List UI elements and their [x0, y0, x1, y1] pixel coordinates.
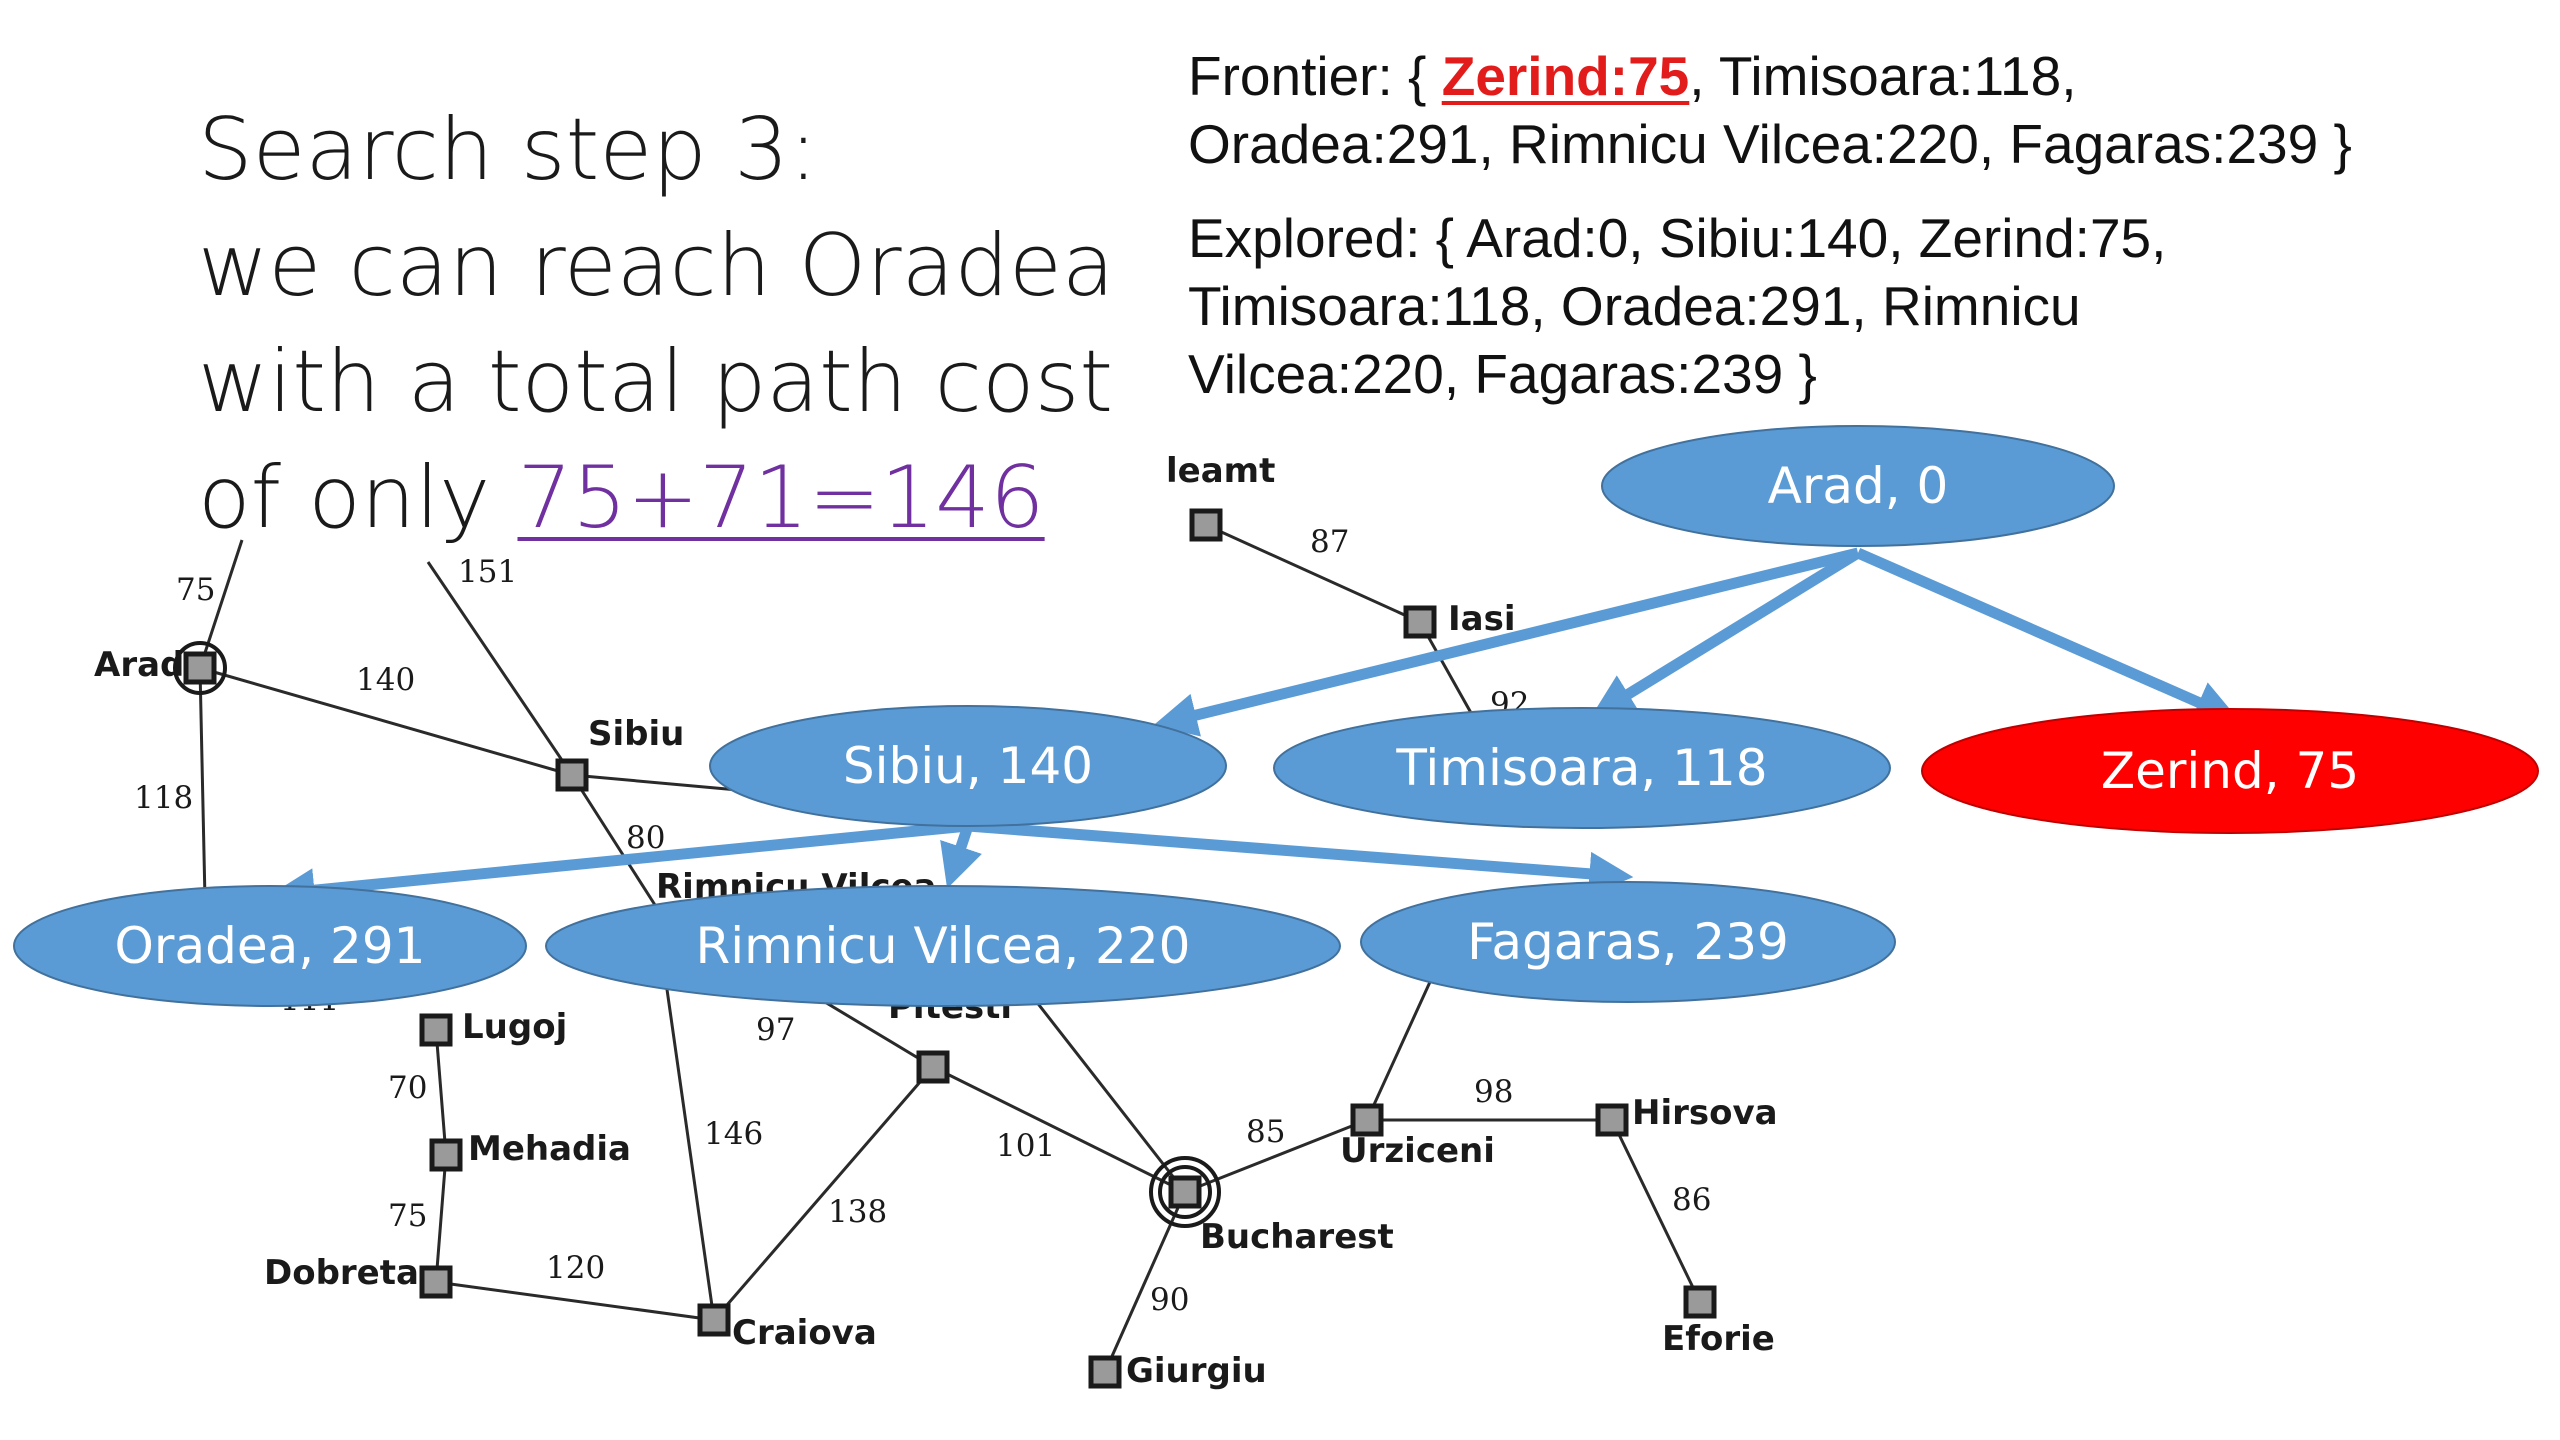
dist-mehadia-dobreta: 75 — [388, 1198, 427, 1234]
tree-node-sibiu: Sibiu, 140 — [709, 705, 1227, 827]
dist-arad-zerind: 75 — [176, 572, 215, 608]
city-arad-label: Arad — [94, 645, 184, 685]
tree-node-timisoara-label: Timisoara, 118 — [1395, 739, 1767, 797]
city-hirsova-label: Hirsova — [1632, 1093, 1778, 1133]
tree-node-rimnicu-label: Rimnicu Vilcea, 220 — [696, 917, 1191, 975]
explored-line-2: Timisoara:118, Oradea:291, Rimnicu — [1188, 275, 2081, 337]
road-urziceni-fagaras — [1365, 959, 1442, 1121]
dist-neamt-iasi: 87 — [1310, 524, 1349, 560]
dist-bucharest-urziceni: 85 — [1246, 1114, 1285, 1150]
road-pitesti-craiova — [712, 1066, 935, 1321]
road-arad-timisoara — [198, 667, 207, 901]
road-neamt-iasi — [1205, 523, 1421, 624]
dist-sibiu-rimnicu: 80 — [626, 820, 665, 856]
road-mehadia-dobreta — [434, 1154, 448, 1283]
explored-line-1: Explored: { Arad:0, Sibiu:140, Zerind:75… — [1188, 207, 2167, 269]
tree-node-fagaras: Fagaras, 239 — [1360, 881, 1896, 1003]
frontier-current-node: Zerind:75 — [1441, 45, 1690, 107]
dist-pitesti-craiova: 138 — [828, 1194, 887, 1230]
heading-line-2: we can reach Oradea — [198, 216, 1115, 316]
road-lugoj-mehadia — [434, 1029, 448, 1156]
edge-sibiu-oradea — [270, 820, 969, 913]
city-iasi-marker — [1403, 605, 1437, 639]
city-iasi-label: Iasi — [1448, 599, 1516, 639]
dist-lugoj-mehadia: 70 — [388, 1070, 427, 1106]
city-craiova-label: Craiova — [732, 1313, 877, 1353]
city-lugoj-label: Lugoj — [462, 1007, 567, 1047]
road-oradea-sibiu — [426, 561, 574, 776]
city-neamt-marker — [1189, 508, 1223, 542]
city-lugoj-marker — [419, 1013, 453, 1047]
dist-rimnicu-craiova: 146 — [704, 1116, 763, 1152]
frontier-line-1: Frontier: { Zerind:75, Timisoara:118, — [1188, 42, 2548, 110]
edge-arad-sibiu — [1153, 547, 1860, 737]
road-arad-sibiu — [199, 666, 573, 777]
city-giurgiu-marker — [1088, 1355, 1122, 1389]
dist-arad-sibiu: 140 — [356, 662, 415, 698]
frontier-label: Frontier: { — [1188, 45, 1442, 107]
tree-node-timisoara: Timisoara, 118 — [1273, 707, 1891, 829]
tree-node-zerind: Zerind, 75 — [1921, 708, 2539, 834]
city-eforie-label: Eforie — [1662, 1319, 1775, 1359]
tree-node-fagaras-label: Fagaras, 239 — [1467, 913, 1789, 971]
road-dobreta-craiova — [435, 1280, 715, 1322]
city-pitesti-marker — [916, 1050, 950, 1084]
edge-sibiu-fagaras — [967, 820, 1634, 896]
edge-sibiu-rimnicu — [940, 824, 982, 889]
city-arad-marker — [173, 641, 227, 695]
path-cost-highlight: 75+71=146 — [517, 448, 1045, 548]
city-neamt-label: leamt — [1166, 451, 1275, 491]
city-eforie-marker — [1683, 1285, 1717, 1319]
road-sibiu-rimnicu — [570, 774, 657, 906]
city-urziceni-label: Urziceni — [1340, 1131, 1495, 1171]
step-heading: Search step 3: we can reach Oradea with … — [198, 92, 1158, 556]
dist-rimnicu-pitesti: 97 — [756, 1012, 795, 1048]
city-hirsova-marker — [1595, 1103, 1629, 1137]
explored-line-3: Vilcea:220, Fagaras:239 } — [1188, 343, 1817, 405]
dist-urziceni-hirsova: 98 — [1474, 1074, 1513, 1110]
city-bucharest-label: Bucharest — [1200, 1217, 1394, 1257]
dist-bucharest-giurgiu: 90 — [1150, 1282, 1189, 1318]
tree-node-sibiu-label: Sibiu, 140 — [843, 737, 1093, 795]
frontier-set: Frontier: { Zerind:75, Timisoara:118, Or… — [1188, 42, 2548, 178]
city-giurgiu-label: Giurgiu — [1126, 1351, 1267, 1391]
dist-pitesti-bucharest: 101 — [996, 1128, 1055, 1164]
dist-hirsova-eforie: 86 — [1672, 1182, 1711, 1218]
tree-node-arad-label: Arad, 0 — [1768, 457, 1949, 515]
city-sibiu-label: Sibiu — [588, 714, 684, 754]
tree-node-oradea-label: Oradea, 291 — [115, 917, 426, 975]
dist-dobreta-craiova: 120 — [546, 1250, 605, 1286]
city-mehadia-marker — [429, 1138, 463, 1172]
heading-line-4: of only 75+71=146 — [198, 440, 1158, 556]
road-pitesti-bucharest — [932, 1065, 1186, 1194]
city-craiova-marker — [697, 1303, 731, 1337]
city-mehadia-label: Mehadia — [468, 1129, 631, 1169]
frontier-line-2: Oradea:291, Rimnicu Vilcea:220, Fagaras:… — [1188, 113, 2352, 175]
dist-arad-timisoara: 118 — [134, 780, 193, 816]
city-dobreta-marker — [419, 1265, 453, 1299]
road-arad-zerind — [198, 539, 244, 669]
edge-arad-timisoara — [1590, 548, 1861, 718]
city-bucharest-marker — [1149, 1156, 1221, 1228]
road-hirsova-eforie — [1610, 1119, 1702, 1303]
city-dobreta-label: Dobreta — [264, 1253, 419, 1293]
tree-node-oradea: Oradea, 291 — [13, 885, 527, 1007]
edge-arad-zerind — [1855, 547, 2240, 723]
dist-oradea-sibiu: 151 — [458, 554, 517, 590]
tree-node-zerind-label: Zerind, 75 — [2101, 742, 2359, 800]
city-urziceni-marker — [1350, 1103, 1384, 1137]
heading-line-3: with a total path cost — [198, 332, 1114, 432]
heading-line-1: Search step 3: — [198, 100, 818, 200]
frontier-rest-1: , Timisoara:118, — [1689, 45, 2077, 107]
city-sibiu-marker — [555, 758, 589, 792]
explored-set: Explored: { Arad:0, Sibiu:140, Zerind:75… — [1188, 204, 2438, 408]
heading-line-4-prefix: of only — [198, 448, 518, 548]
tree-node-rimnicu: Rimnicu Vilcea, 220 — [545, 885, 1341, 1007]
tree-node-arad: Arad, 0 — [1601, 425, 2115, 547]
